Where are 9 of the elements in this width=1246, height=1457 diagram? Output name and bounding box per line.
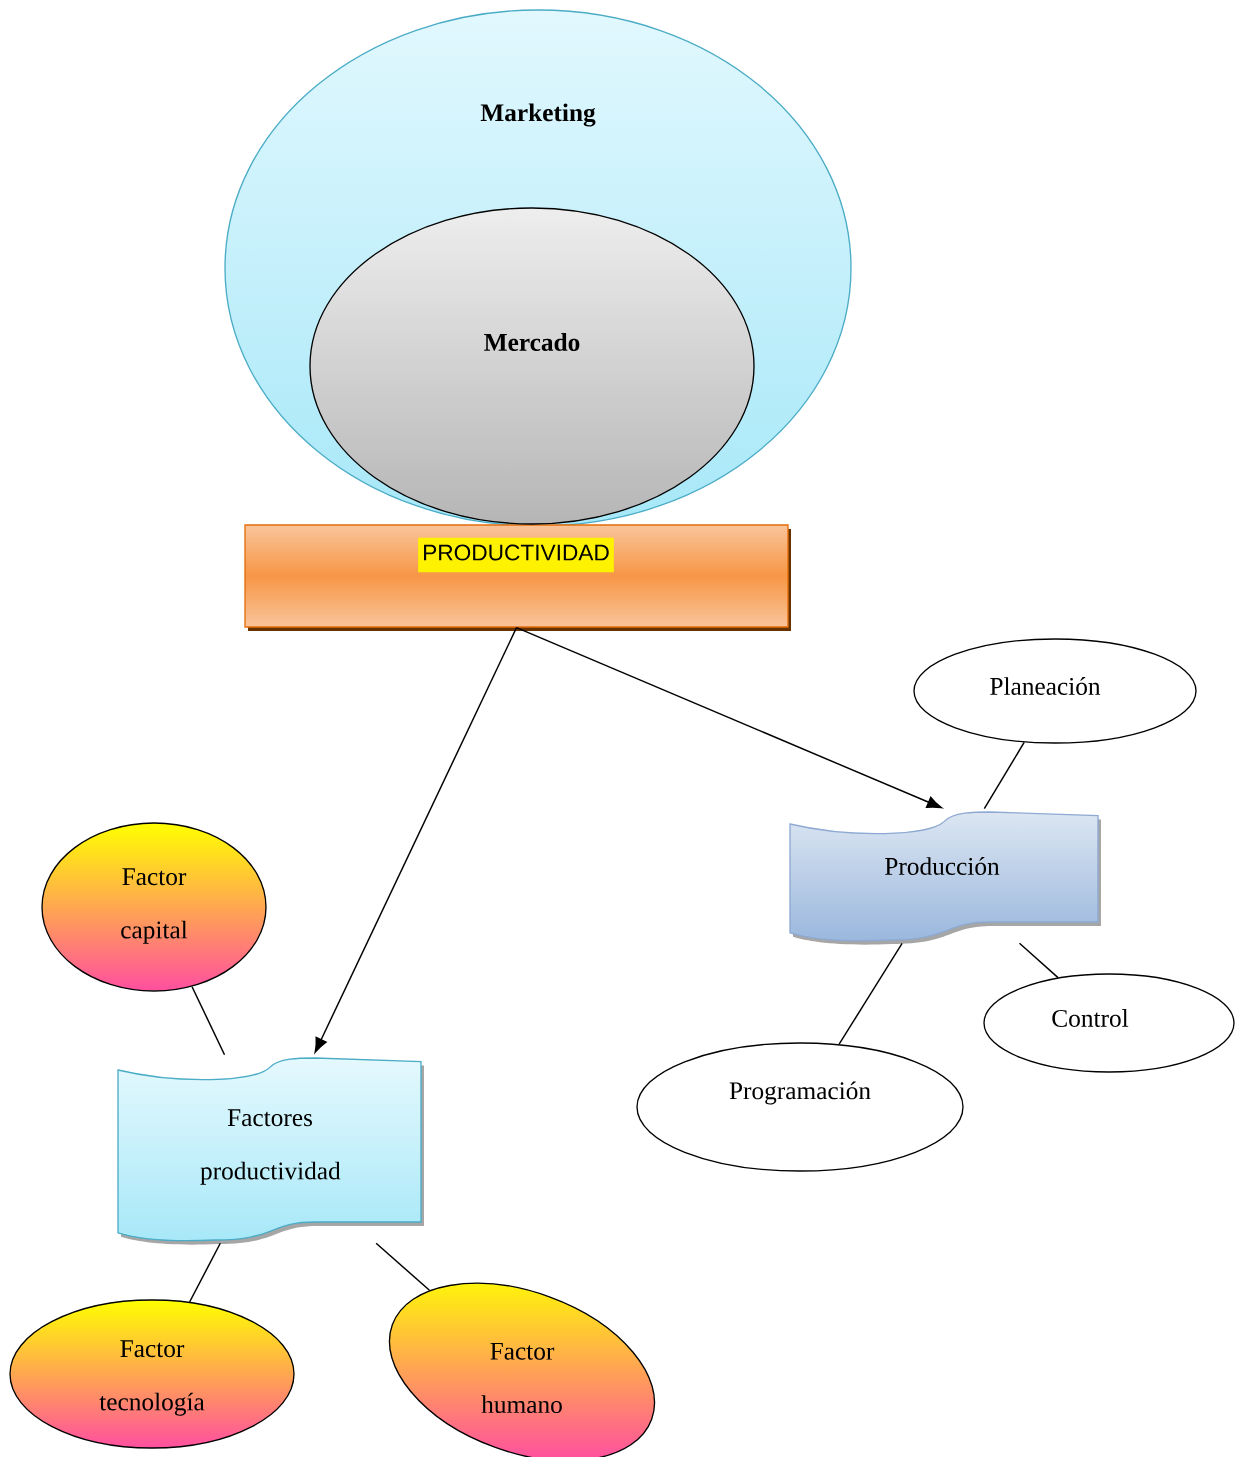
connector-line <box>191 985 226 1056</box>
arrow <box>314 626 518 1053</box>
banner-box: PRODUCTIVIDAD <box>244 524 791 631</box>
connector-line <box>1018 942 1059 979</box>
connector-line <box>838 942 903 1045</box>
arrow <box>515 626 942 809</box>
connector-line <box>375 1242 431 1291</box>
connector-line <box>188 1242 222 1303</box>
connector-line <box>983 741 1025 810</box>
